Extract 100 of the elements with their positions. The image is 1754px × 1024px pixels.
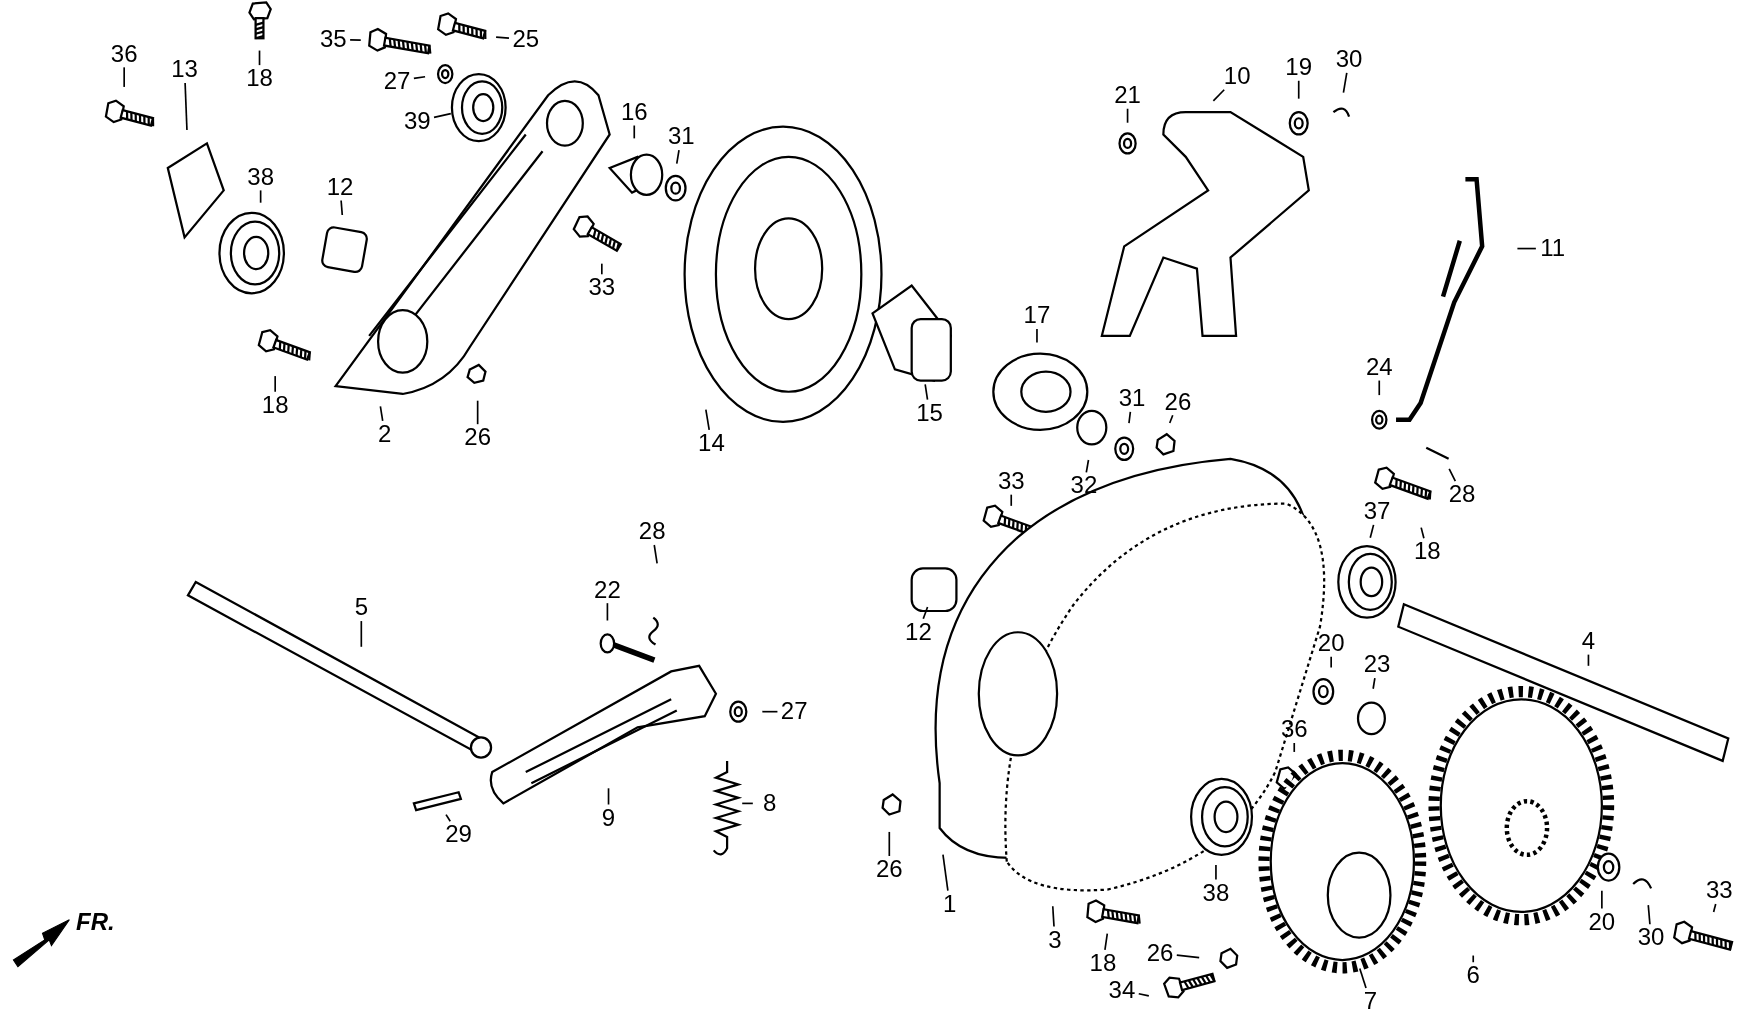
callout-number: 27 xyxy=(777,698,811,725)
leader-line xyxy=(1647,904,1651,926)
callout-number: 26 xyxy=(1161,388,1195,415)
callout-number: 5 xyxy=(344,594,379,621)
callout-number: 12 xyxy=(901,618,936,646)
leader-line xyxy=(1372,677,1376,690)
leader-line xyxy=(1516,247,1537,250)
leader-line xyxy=(274,375,276,393)
leader-line xyxy=(184,82,188,131)
leader-line xyxy=(606,602,609,622)
callout-number: 16 xyxy=(617,98,651,126)
callout-number: 11 xyxy=(1535,234,1570,262)
leader-line xyxy=(942,853,949,892)
callout-number: 17 xyxy=(1020,302,1054,329)
leader-line xyxy=(1126,107,1129,124)
callout-number: 21 xyxy=(1110,81,1145,109)
leader-line xyxy=(1342,72,1348,94)
leader-line xyxy=(259,189,262,204)
callout-number: 31 xyxy=(664,123,698,150)
callout-number: 26 xyxy=(1143,939,1177,967)
leader-line xyxy=(360,620,363,648)
callout-number: 39 xyxy=(400,107,434,135)
callout-number: 30 xyxy=(1332,45,1366,73)
callout-number: 38 xyxy=(1199,879,1233,907)
leader-line xyxy=(1036,328,1038,344)
leader-line xyxy=(1104,932,1109,951)
callout-number: 31 xyxy=(1115,384,1149,412)
callout-number: 34 xyxy=(1105,976,1139,1004)
callout-number: 33 xyxy=(994,467,1028,495)
leader-line xyxy=(1212,88,1226,102)
leader-line xyxy=(1369,524,1375,539)
leader-line xyxy=(741,802,754,805)
leader-line xyxy=(379,405,384,422)
callout-number: 19 xyxy=(1281,53,1316,81)
leader-line xyxy=(258,49,261,66)
callout-number: 8 xyxy=(752,789,787,817)
callout-number: 20 xyxy=(1314,629,1348,657)
leader-line xyxy=(349,39,362,42)
leader-line xyxy=(924,383,929,401)
callout-number: 15 xyxy=(912,399,947,427)
leader-line xyxy=(888,831,891,857)
leader-line xyxy=(123,66,125,88)
leader-line xyxy=(1051,905,1055,928)
callout-number: 18 xyxy=(258,391,292,419)
callout-number: 26 xyxy=(872,855,907,883)
leader-line xyxy=(761,710,779,713)
leader-line xyxy=(1010,493,1013,507)
callout-number: 6 xyxy=(1456,962,1490,989)
leader-line xyxy=(633,124,636,140)
leader-line xyxy=(1215,864,1217,881)
callout-number: 12 xyxy=(323,173,357,201)
leader-line xyxy=(340,199,344,216)
callout-number: 30 xyxy=(1634,923,1668,951)
leader-line xyxy=(1712,903,1717,913)
leader-line xyxy=(1448,468,1457,483)
callout-number: 20 xyxy=(1585,908,1619,936)
leader-line xyxy=(1293,742,1296,753)
callout-number: 33 xyxy=(1702,877,1737,904)
leader-line xyxy=(1601,889,1603,910)
leader-line xyxy=(1085,459,1090,474)
callout-number: 37 xyxy=(1360,497,1394,525)
leader-line xyxy=(1168,414,1174,424)
callout-number: 14 xyxy=(694,429,729,457)
callout-number: 35 xyxy=(316,25,351,53)
callout-number: 22 xyxy=(590,576,625,603)
callout-number: 33 xyxy=(585,274,619,301)
leader-line xyxy=(705,408,711,431)
leader-line xyxy=(495,36,510,39)
leader-line xyxy=(601,262,603,276)
callout-number: 23 xyxy=(1360,651,1394,678)
callout-number: 27 xyxy=(380,67,414,94)
leader-line xyxy=(1358,967,1367,989)
leader-line xyxy=(476,399,479,426)
leader-line xyxy=(1137,992,1150,997)
leader-line xyxy=(675,149,680,165)
leader-line xyxy=(445,813,452,823)
callout-number: 32 xyxy=(1067,472,1101,499)
callout-number: 36 xyxy=(107,40,141,68)
callout-number: 18 xyxy=(1086,949,1120,977)
leader-line xyxy=(1472,954,1475,964)
callout-number: 38 xyxy=(243,163,278,191)
leader-line xyxy=(1378,379,1381,396)
callout-number: 28 xyxy=(635,517,669,545)
leader-line xyxy=(1587,653,1590,667)
callout-number: 25 xyxy=(508,25,543,53)
leader-line xyxy=(1420,526,1425,540)
leader-line xyxy=(1297,79,1300,100)
callout-number: 7 xyxy=(1353,987,1388,1015)
callout-number: 18 xyxy=(242,64,277,92)
callout-number: 9 xyxy=(591,804,626,832)
leader-line xyxy=(607,787,610,806)
callout-number: 1 xyxy=(932,890,967,918)
callout-number: 24 xyxy=(1362,353,1396,381)
leader-line xyxy=(653,544,658,565)
callout-number: 26 xyxy=(460,423,495,451)
leader-line xyxy=(1128,411,1132,424)
front-direction-label: FR. xyxy=(76,908,115,937)
callout-number: 18 xyxy=(1410,538,1445,565)
leader-line xyxy=(413,75,426,80)
leader-line xyxy=(433,112,452,119)
